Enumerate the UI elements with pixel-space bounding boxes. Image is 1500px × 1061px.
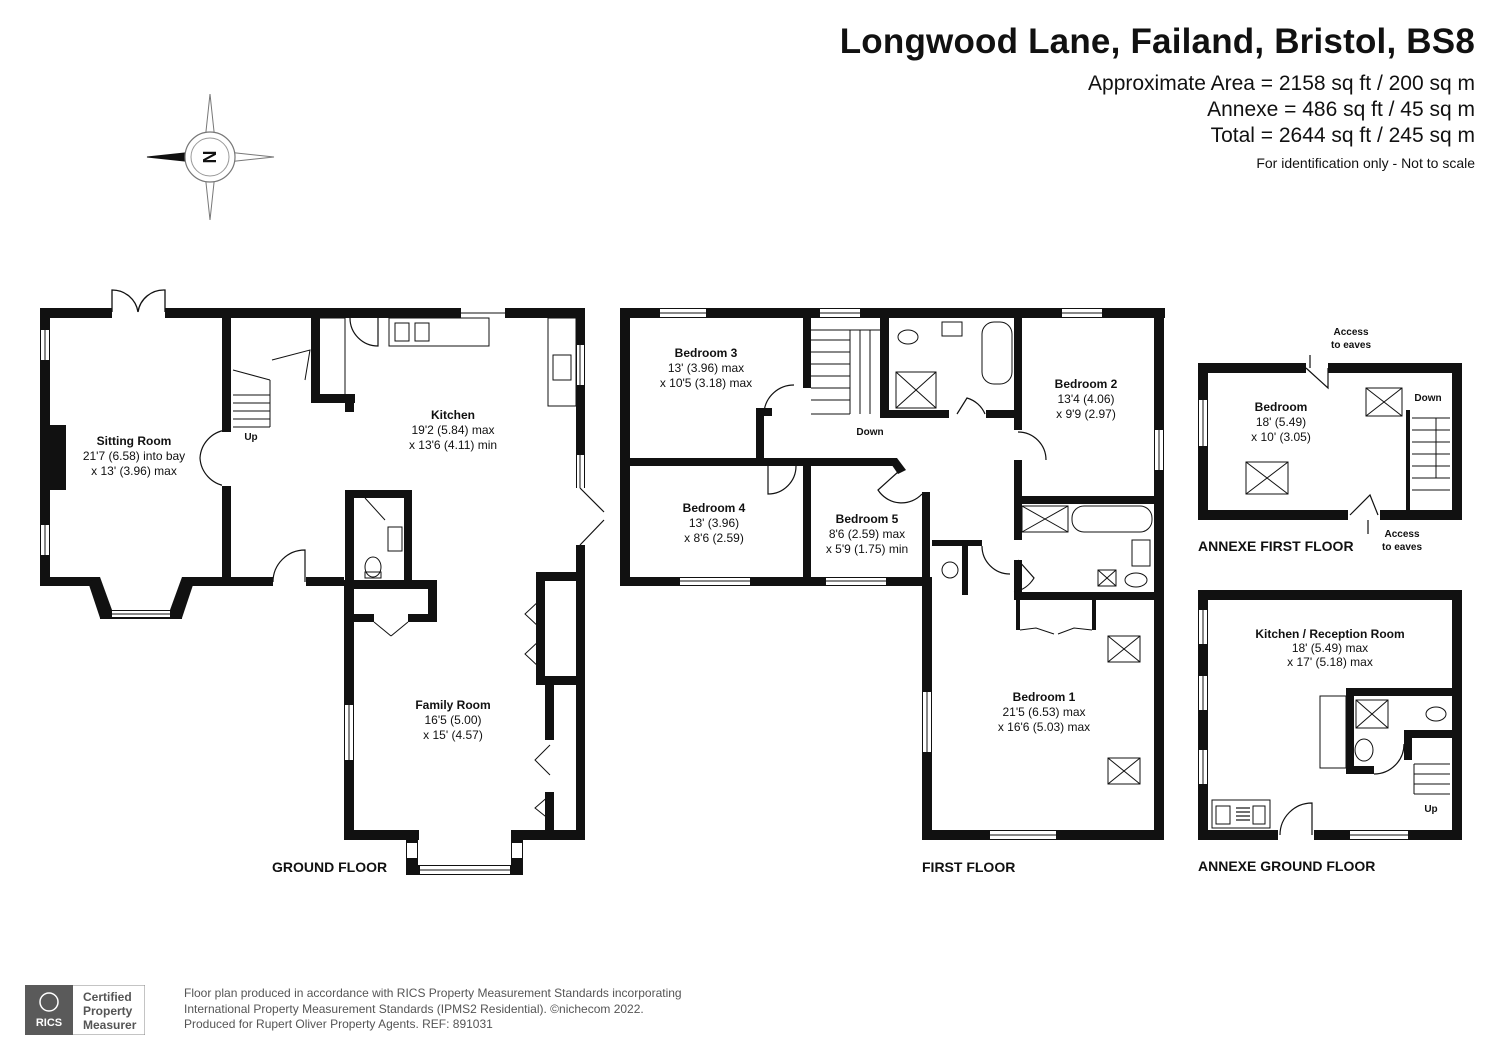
annexe-bedroom-dim2: x 10' (3.05) bbox=[1251, 430, 1311, 444]
bedroom-4-dim2: x 8'6 (2.59) bbox=[684, 531, 744, 545]
first-floor-plan bbox=[620, 308, 1165, 840]
annexe-stairs-up-label: Up bbox=[1424, 804, 1437, 815]
kitchen-name: Kitchen bbox=[431, 408, 475, 422]
annexe-ground-floor-label: ANNEXE GROUND FLOOR bbox=[1198, 858, 1375, 874]
bedroom-2-dim1: 13'4 (4.06) bbox=[1058, 392, 1115, 406]
access-eaves-bottom-2: to eaves bbox=[1382, 542, 1422, 553]
badge-line-2: Property bbox=[83, 1004, 133, 1018]
kitchen-dim2: x 13'6 (4.11) min bbox=[409, 438, 497, 452]
annexe-kitchen-name: Kitchen / Reception Room bbox=[1255, 627, 1404, 641]
bedroom-2-dim2: x 9'9 (2.97) bbox=[1056, 407, 1116, 421]
badge-line-3: Measurer bbox=[83, 1018, 137, 1032]
bedroom-5-dim1: 8'6 (2.59) max bbox=[829, 527, 905, 541]
badge-line-1: Certified bbox=[83, 990, 132, 1004]
access-eaves-top-1: Access bbox=[1333, 327, 1368, 338]
sitting-room-dim2: x 13' (3.96) max bbox=[91, 464, 177, 478]
access-eaves-top-2: to eaves bbox=[1331, 340, 1371, 351]
annexe-stairs-down-label: Down bbox=[1414, 393, 1441, 404]
sitting-room-name: Sitting Room bbox=[97, 434, 172, 448]
family-room-dim1: 16'5 (5.00) bbox=[425, 713, 482, 727]
rics-crest-icon bbox=[39, 992, 59, 1012]
area-total: Total = 2644 sq ft / 245 sq m bbox=[1210, 124, 1475, 147]
bedroom-2-name: Bedroom 2 bbox=[1055, 377, 1118, 391]
stairs-down-label: Down bbox=[856, 427, 883, 438]
bedroom-3-name: Bedroom 3 bbox=[675, 346, 738, 360]
sitting-room-dim1: 21'7 (6.58) into bay bbox=[83, 449, 185, 463]
footer-disclaimer: Floor plan produced in accordance with R… bbox=[184, 986, 682, 1033]
annexe-kitchen-dim2: x 17' (5.18) max bbox=[1287, 655, 1373, 669]
annexe-bedroom-dim1: 18' (5.49) bbox=[1256, 415, 1306, 429]
access-eaves-bottom-1: Access bbox=[1384, 529, 1419, 540]
bedroom-5-name: Bedroom 5 bbox=[836, 512, 899, 526]
bedroom-1-name: Bedroom 1 bbox=[1013, 690, 1076, 704]
area-annexe: Annexe = 486 sq ft / 45 sq m bbox=[1207, 98, 1475, 121]
bedroom-1-dim1: 21'5 (6.53) max bbox=[1003, 705, 1086, 719]
footer-line-3: Produced for Rupert Oliver Property Agen… bbox=[184, 1017, 493, 1031]
ground-floor-label: GROUND FLOOR bbox=[272, 859, 387, 875]
scale-note: For identification only - Not to scale bbox=[1256, 155, 1475, 171]
annexe-first-floor-label: ANNEXE FIRST FLOOR bbox=[1198, 538, 1354, 554]
kitchen-dim1: 19'2 (5.84) max bbox=[412, 423, 495, 437]
bedroom-4-name: Bedroom 4 bbox=[683, 501, 746, 515]
footer-line-1: Floor plan produced in accordance with R… bbox=[184, 986, 682, 1000]
bedroom-5-dim2: x 5'9 (1.75) min bbox=[826, 542, 908, 556]
ground-floor-plan bbox=[40, 289, 605, 875]
footer-line-2: International Property Measurement Stand… bbox=[184, 1001, 644, 1016]
rics-certified-badge: RICS Certified Property Measurer bbox=[25, 985, 145, 1035]
annexe-ground-floor-plan bbox=[1198, 590, 1462, 840]
bedroom-3-dim1: 13' (3.96) max bbox=[668, 361, 744, 375]
annexe-kitchen-dim1: 18' (5.49) max bbox=[1292, 641, 1368, 655]
compass-label: N bbox=[200, 151, 220, 164]
bedroom-1-dim2: x 16'6 (5.03) max bbox=[998, 720, 1090, 734]
compass-icon: N bbox=[146, 93, 275, 221]
bedroom-4-dim1: 13' (3.96) bbox=[689, 516, 739, 530]
family-room-name: Family Room bbox=[415, 698, 490, 712]
family-room-dim2: x 15' (4.57) bbox=[423, 728, 483, 742]
stairs-up-label: Up bbox=[244, 432, 257, 443]
first-floor-label: FIRST FLOOR bbox=[922, 859, 1015, 875]
area-main: Approximate Area = 2158 sq ft / 200 sq m bbox=[1088, 72, 1475, 95]
annexe-first-floor-plan bbox=[1198, 355, 1462, 534]
property-title: Longwood Lane, Failand, Bristol, BS8 bbox=[839, 22, 1475, 61]
annexe-bedroom-name: Bedroom bbox=[1255, 400, 1308, 414]
rics-badge-org: RICS bbox=[36, 1017, 62, 1029]
bedroom-3-dim2: x 10'5 (3.18) max bbox=[660, 376, 752, 390]
